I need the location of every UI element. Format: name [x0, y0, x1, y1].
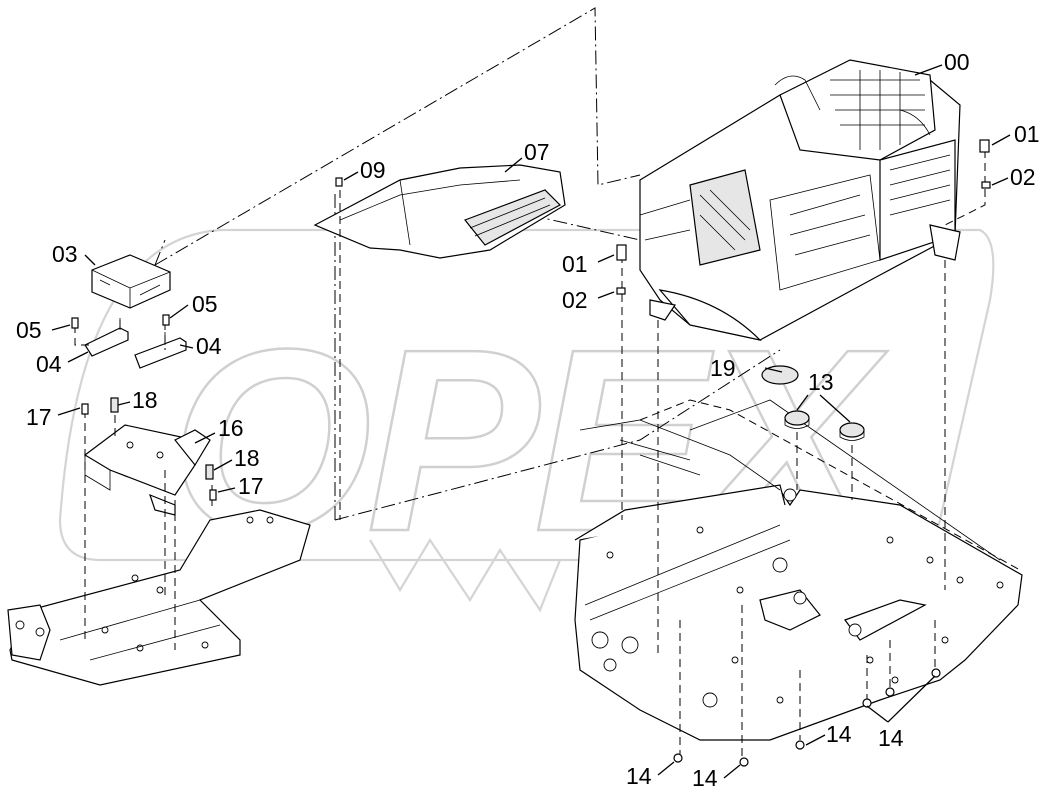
callout-14-a: 14 [626, 763, 652, 789]
callout-17-right: 17 [238, 473, 264, 499]
callout-18-bottom: 18 [234, 445, 260, 471]
callout-01-right: 01 [1014, 121, 1040, 147]
callout-17-left: 17 [26, 404, 52, 430]
callout-14-b: 14 [692, 765, 718, 791]
fastener-lines [71, 139, 991, 767]
callout-19: 19 [710, 355, 736, 381]
callout-02-left: 02 [562, 287, 588, 313]
callout-04-left: 04 [36, 351, 62, 377]
callout-01-left: 01 [562, 251, 588, 277]
callout-13: 13 [808, 369, 834, 395]
callout-05-left: 05 [16, 317, 42, 343]
callout-05-right: 05 [192, 291, 218, 317]
callout-00: 00 [944, 49, 970, 75]
callout-02-right: 02 [1010, 164, 1036, 190]
callout-14-c: 14 [826, 721, 852, 747]
callout-labels: 00 01 02 01 02 03 05 05 04 04 07 09 19 1… [16, 49, 1040, 791]
callout-16: 16 [218, 415, 244, 441]
left-base-plate [7, 509, 311, 686]
brackets-04 [84, 318, 187, 369]
callout-04-right: 04 [196, 333, 222, 359]
callout-14-d: 14 [878, 725, 904, 751]
right-floor-plate [574, 399, 1023, 741]
callout-07: 07 [524, 139, 550, 165]
heater-unit [639, 59, 961, 342]
leader-lines [51, 64, 1011, 779]
callout-18-top: 18 [132, 387, 158, 413]
callout-03: 03 [52, 241, 78, 267]
control-module [91, 254, 171, 309]
mounting-plate [83, 424, 211, 516]
air-duct [313, 164, 566, 259]
callout-09: 09 [360, 157, 386, 183]
assembly-guidelines [154, 7, 781, 521]
caps [761, 365, 865, 441]
